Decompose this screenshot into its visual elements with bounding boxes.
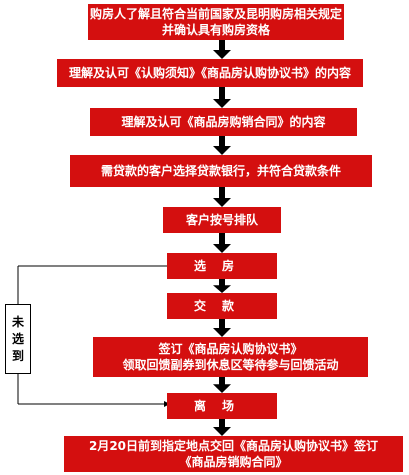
- step-10-line1: 2月20日前到指定地点交回《商品房认购协议书》签订: [88, 439, 379, 453]
- step-10-box: 2月20日前到指定地点交回《商品房认购协议书》签订 《商品房销购合同》: [64, 436, 403, 472]
- step-9-text: 离场: [193, 399, 250, 413]
- step-7-box: 交款: [167, 293, 277, 319]
- step-1-box: 购房人了解且符合当前国家及昆明购房相关规定 并确认具有购房资格: [88, 4, 344, 40]
- step-9-box: 离场: [167, 393, 277, 419]
- step-6-text: 选房: [193, 259, 250, 273]
- step-5-text: 客户按号排队: [185, 213, 258, 227]
- step-1-line1: 购房人了解且符合当前国家及昆明购房相关规定: [89, 7, 342, 21]
- step-2-text: 理解及认可《认购须知》《商品房认购协议书》的内容: [68, 66, 351, 80]
- step-7-text: 交款: [193, 299, 250, 313]
- step-10-line2: 《商品房销购合同》: [179, 455, 288, 469]
- down-arrow: [213, 377, 231, 393]
- step-2-box: 理解及认可《认购须知》《商品房认购协议书》的内容: [57, 59, 363, 87]
- step-8-line1: 签订《商品房认购协议书》: [158, 342, 303, 356]
- step-1-line2: 并确认具有购房资格: [161, 23, 270, 37]
- side-char-2: 选: [11, 331, 24, 346]
- not-selected-label: 未 选 到: [5, 304, 31, 374]
- down-arrow: [213, 419, 231, 436]
- down-arrow: [213, 87, 231, 108]
- down-arrow: [213, 233, 231, 253]
- step-4-text: 需贷款的客户选择贷款银行，并符合贷款条件: [100, 164, 341, 178]
- side-char-1: 未: [11, 314, 24, 329]
- step-4-box: 需贷款的客户选择贷款银行，并符合贷款条件: [70, 155, 372, 187]
- side-char-3: 到: [11, 348, 24, 363]
- step-8-box: 签订《商品房认购协议书》 领取回馈副券到休息区等待参与回馈活动: [93, 337, 368, 377]
- down-arrow: [213, 40, 231, 59]
- down-arrow: [213, 319, 231, 337]
- down-arrow: [213, 136, 231, 155]
- down-arrow: [213, 279, 231, 293]
- down-arrow: [213, 187, 231, 207]
- step-6-box: 选房: [167, 253, 277, 279]
- down-arrows: [213, 40, 231, 436]
- step-5-box: 客户按号排队: [163, 207, 281, 233]
- step-3-text: 理解及认可《商品房购销合同》的内容: [121, 115, 326, 129]
- step-8-line2: 领取回馈副券到休息区等待参与回馈活动: [122, 358, 339, 372]
- step-3-box: 理解及认可《商品房购销合同》的内容: [90, 108, 357, 136]
